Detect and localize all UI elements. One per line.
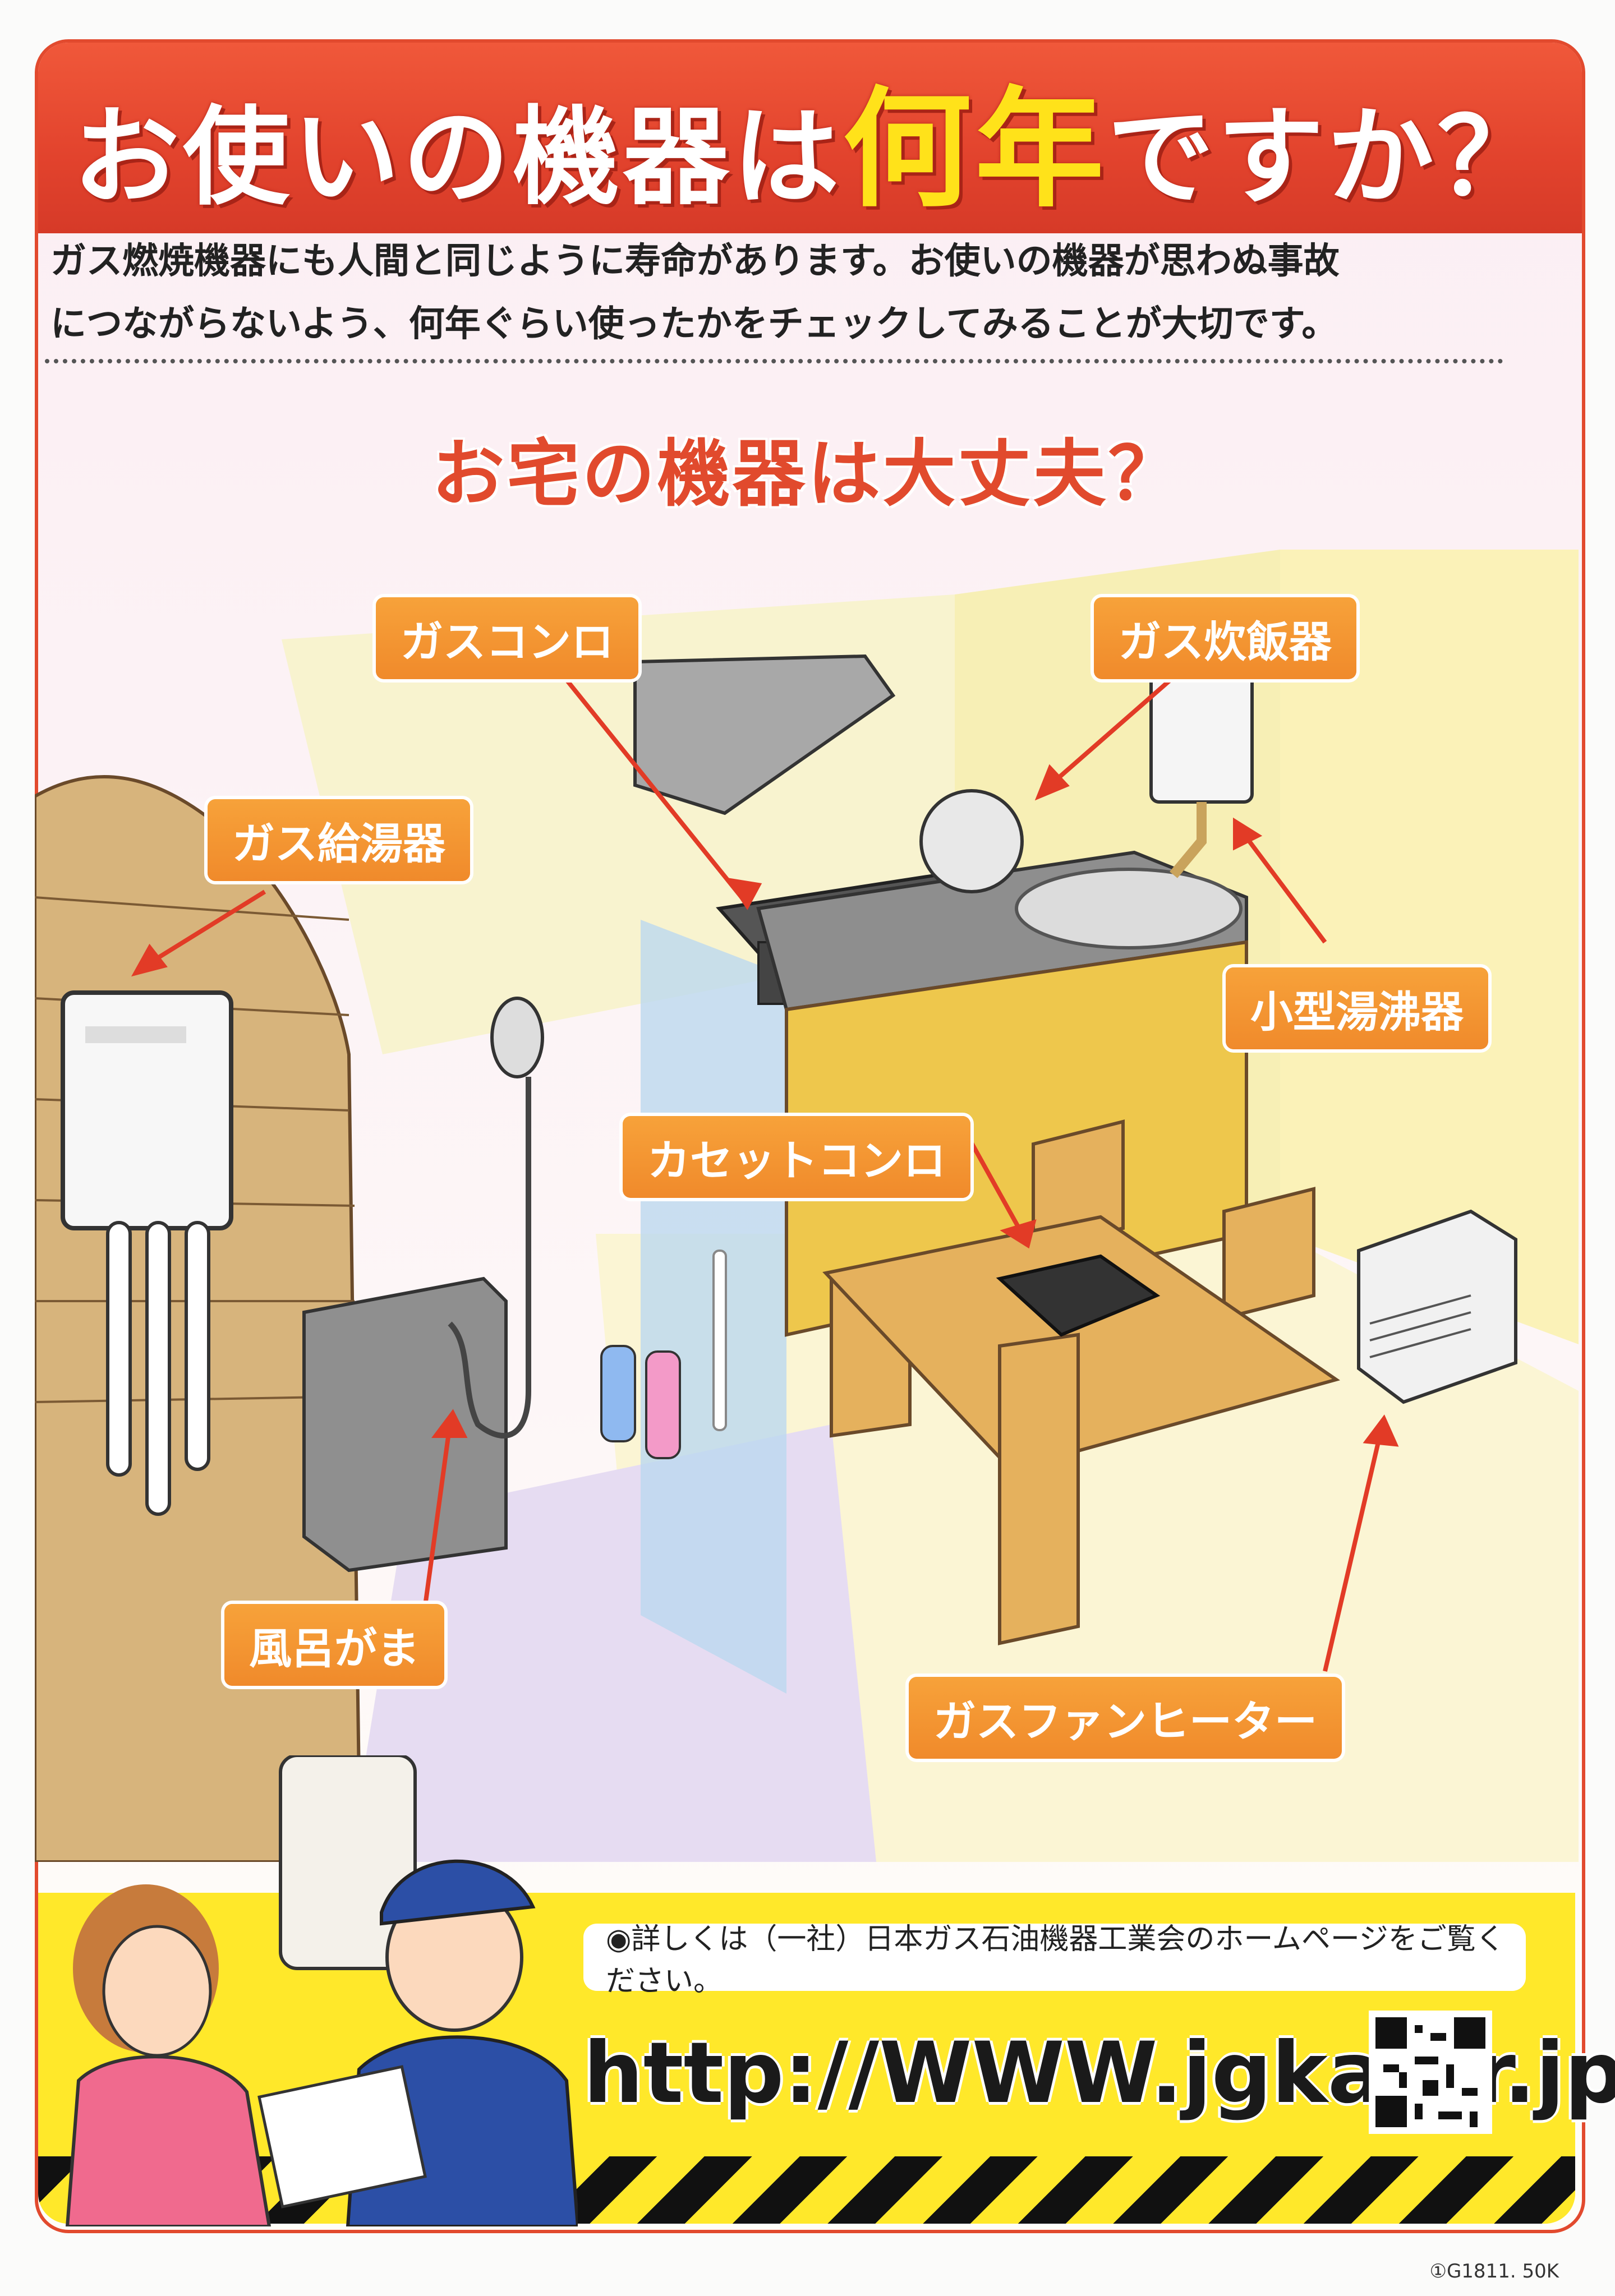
bath-boiler-icon xyxy=(302,1276,508,1573)
shampoo-bottle xyxy=(600,1345,636,1442)
water-heater-pipes xyxy=(106,1221,210,1516)
print-code: ①G1811. 50K xyxy=(1429,2260,1559,2283)
label-rice-cooker: ガス炊飯器 xyxy=(1094,597,1356,679)
soap-bottle xyxy=(645,1350,681,1459)
label-water-heater: ガス給湯器 xyxy=(208,799,470,881)
woman-face xyxy=(102,1925,212,2057)
label-bath-boiler: 風呂がま xyxy=(224,1604,444,1686)
label-small-water-heater: 小型湯沸器 xyxy=(1226,967,1488,1049)
qr-code-pattern xyxy=(1375,2017,1485,2127)
notice-text: ◉詳しくは（一社）日本ガス石油機器工業会のホームページをご覧ください。 xyxy=(606,1922,1505,1998)
shower-hose xyxy=(448,1077,531,1439)
rice-cooker-icon xyxy=(919,789,1024,893)
intro-line-2: につながらないよう、何年ぐらい使ったかをチェックしてみることが大切です。 xyxy=(50,303,1338,345)
far-right-wall xyxy=(966,550,1579,1345)
fan-heater-icon xyxy=(1357,1209,1517,1404)
water-heater-vent xyxy=(85,1026,186,1043)
fan-heater-grill xyxy=(1369,1294,1471,1358)
title-before: お使いの機器は xyxy=(72,95,843,219)
door-handle xyxy=(712,1250,727,1431)
small-heater-pipe xyxy=(1170,802,1207,878)
woman-body xyxy=(65,2055,272,2226)
title-accent: 何年 xyxy=(842,75,1107,225)
label-fan-heater: ガスファンヒーター xyxy=(909,1677,1342,1759)
cassette-stove-icon xyxy=(996,1254,1161,1337)
callout-arrows xyxy=(131,665,1399,1672)
title-banner: お使いの機器は何年ですか？ xyxy=(38,43,1582,233)
qr-code-icon xyxy=(1369,2011,1492,2134)
shower-head-icon xyxy=(490,997,544,1078)
divider xyxy=(45,359,1503,363)
title-after: ですか？ xyxy=(1107,95,1548,219)
subtitle: お宅の機器は大丈夫？ xyxy=(431,431,1184,517)
dining-set xyxy=(822,1119,1340,1645)
intro-text: ガス燃焼機器にも人間と同じように寿命があります。お使いの機器が思わぬ事故 につな… xyxy=(50,230,1509,356)
intro-line-1: ガス燃焼機器にも人間と同じように寿命があります。お使いの機器が思わぬ事故 xyxy=(50,241,1340,282)
characters-illustration xyxy=(65,1755,578,2226)
worker-cap xyxy=(380,1859,536,1926)
label-cassette-stove: カセットコンロ xyxy=(623,1116,970,1198)
notice-box: ◉詳しくは（一社）日本ガス石油機器工業会のホームページをご覧ください。 xyxy=(583,1922,1526,1998)
page-title: お使いの機器は何年ですか？ xyxy=(73,45,1547,232)
sink-icon xyxy=(1015,868,1243,949)
checklist-icon xyxy=(257,2065,427,2209)
label-gas-stove: ガスコンロ xyxy=(376,597,638,679)
